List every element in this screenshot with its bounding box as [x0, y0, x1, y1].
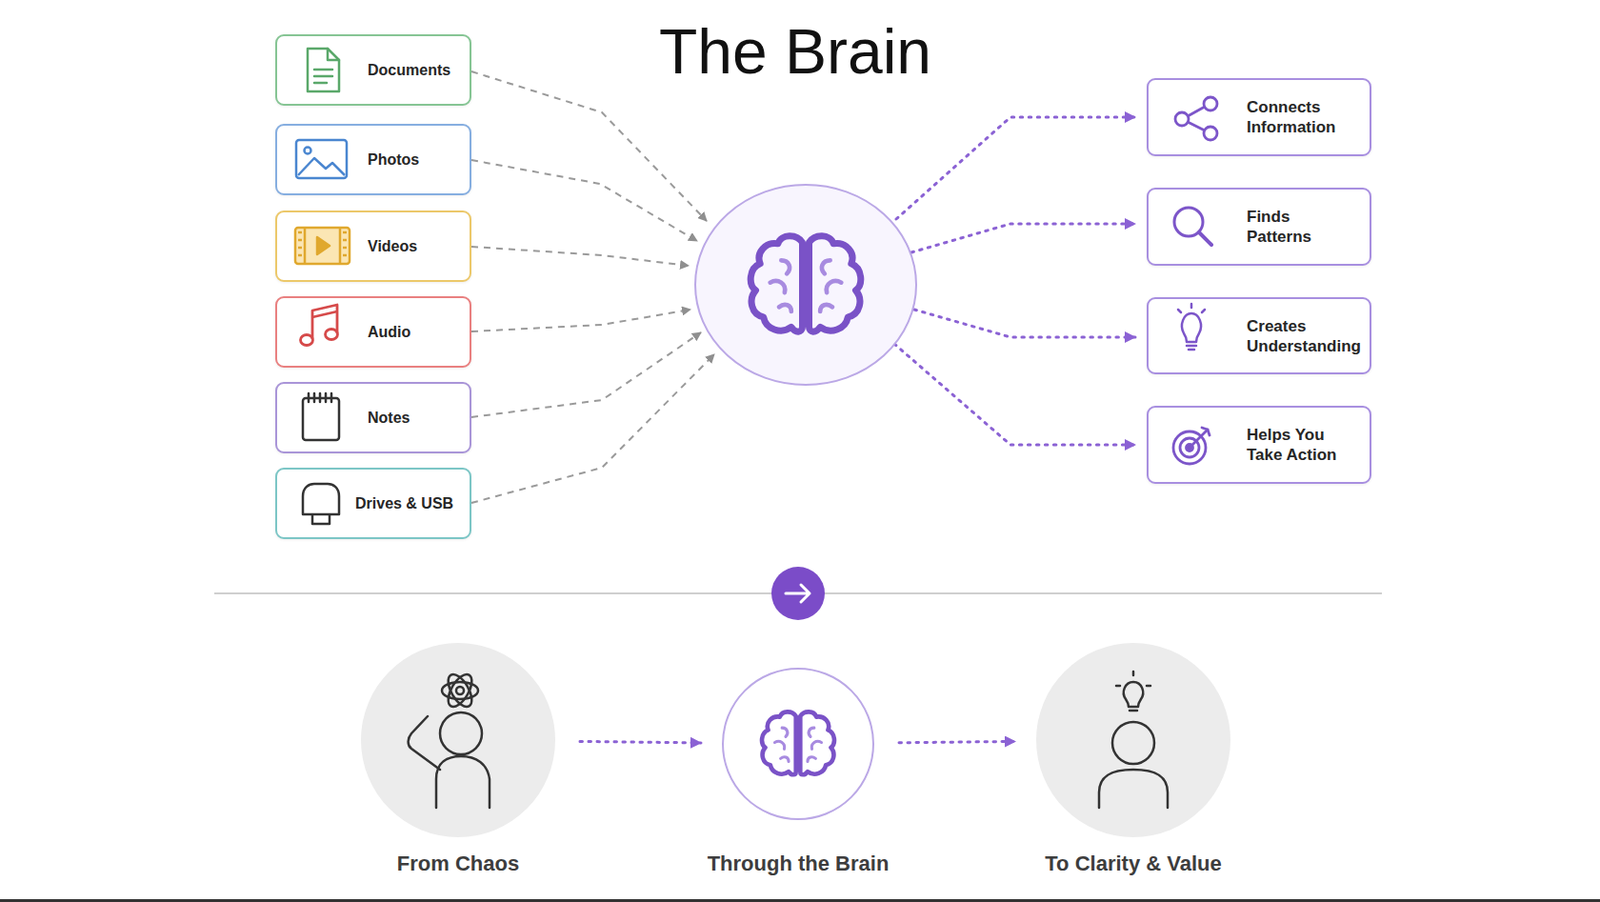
box-label: Finds Patterns: [1246, 206, 1354, 247]
source-box: Audio: [275, 296, 472, 368]
input-arrows: [471, 160, 698, 241]
output-arrows: [911, 223, 1136, 253]
outcome-box: Helps You Take Action: [1146, 405, 1372, 484]
brain-hub: [750, 236, 861, 332]
flow-connector: [580, 740, 701, 743]
box-label: Creates Understanding: [1246, 316, 1354, 357]
brain-hub: [695, 184, 917, 385]
output-arrows: [894, 117, 1136, 445]
circle-label: Through the Brain: [707, 851, 890, 877]
diagram-title: The Brain: [557, 15, 1034, 88]
stage-circle: To Clarity & Value: [1036, 642, 1231, 838]
box-label: Photos: [367, 150, 420, 170]
divider: [785, 584, 810, 602]
outcome-box: Finds Patterns: [1146, 187, 1372, 266]
input-arrows: [471, 71, 707, 221]
source-box: Videos: [275, 210, 472, 282]
output-arrows: [914, 309, 1136, 338]
input-arrows: [471, 354, 715, 503]
stage-circle: Through the Brain: [721, 667, 875, 820]
box-label: Helps You Take Action: [1246, 424, 1354, 465]
divider: [771, 566, 825, 620]
box-label: Videos: [367, 237, 418, 257]
flow-connector: [899, 740, 1016, 742]
circle-label: To Clarity & Value: [1044, 851, 1221, 877]
box-label: Documents: [367, 60, 451, 80]
input-arrows: [471, 309, 691, 332]
box-label: Drives & USB: [355, 494, 454, 514]
source-box: Photos: [275, 123, 472, 196]
outcome-box: Connects Information: [1146, 78, 1372, 157]
divider: [214, 566, 1382, 620]
output-arrows: [894, 343, 1136, 445]
box-label: Connects Information: [1246, 97, 1354, 138]
circle-label: From Chaos: [397, 851, 520, 877]
outcome-box: Creates Understanding: [1146, 297, 1372, 375]
input-arrows: [471, 71, 715, 503]
output-arrows: [896, 117, 1136, 220]
source-box: Documents: [275, 34, 472, 106]
source-box: Drives & USB: [275, 467, 472, 540]
stage-circle: From Chaos: [360, 642, 556, 838]
input-arrows: [471, 332, 701, 418]
box-label: Notes: [367, 408, 410, 428]
frame-bottom: [0, 899, 1600, 902]
input-arrows: [471, 246, 689, 266]
brain-hub: [695, 184, 917, 385]
box-label: Audio: [367, 322, 411, 342]
source-box: Notes: [275, 381, 472, 454]
